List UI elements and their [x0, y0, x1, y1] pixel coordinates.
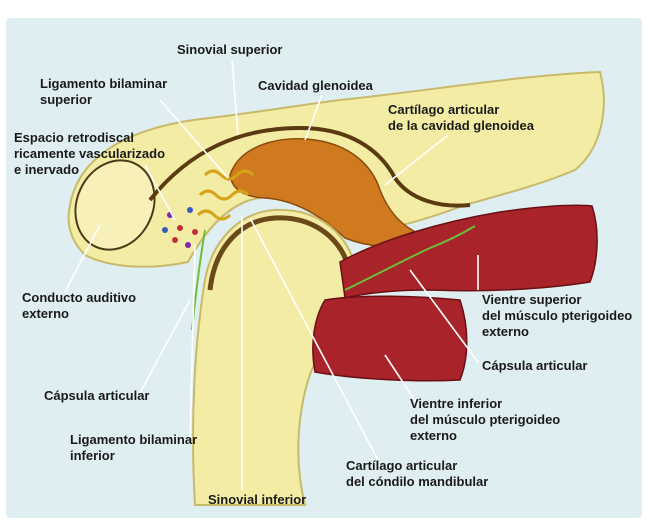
label-conducto-auditivo: Conducto auditivo externo [22, 290, 136, 322]
label-espacio-retrodiscal: Espacio retrodiscal ricamente vasculariz… [14, 130, 165, 178]
label-cavidad-glenoidea: Cavidad glenoidea [258, 78, 373, 94]
label-sinovial-inferior: Sinovial inferior [208, 492, 306, 508]
label-sinovial-superior: Sinovial superior [177, 42, 282, 58]
label-cartilago-cavidad: Cartílago articular de la cavidad glenoi… [388, 102, 534, 134]
label-capsula-articular-right: Cápsula articular [482, 358, 588, 374]
label-ligamento-bilaminar-inferior: Ligamento bilaminar inferior [70, 432, 197, 464]
label-vientre-inferior: Vientre inferior del músculo pterigoideo… [410, 396, 560, 444]
label-vientre-superior: Vientre superior del músculo pterigoideo… [482, 292, 632, 340]
inferior-pterygoid-muscle [313, 296, 467, 381]
label-capsula-articular-left: Cápsula articular [44, 388, 150, 404]
label-ligamento-bilaminar-superior: Ligamento bilaminar superior [40, 76, 167, 108]
label-cartilago-condilo: Cartílago articular del cóndilo mandibul… [346, 458, 488, 490]
